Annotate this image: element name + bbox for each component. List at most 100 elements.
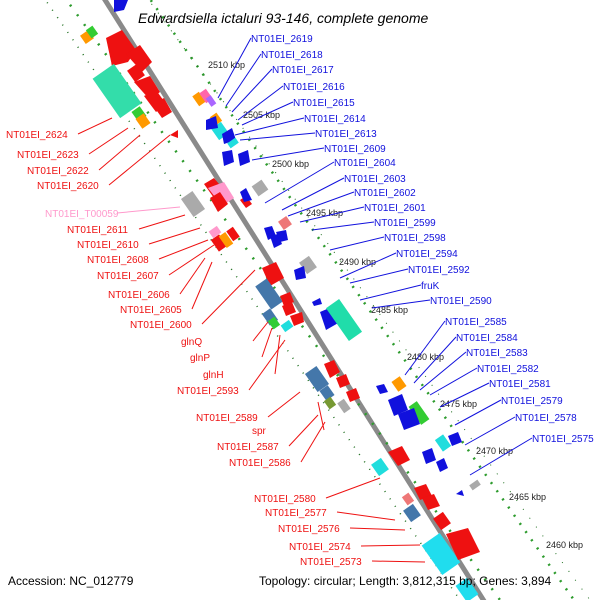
gene-label[interactable]: NT01EI_2574 <box>289 542 351 553</box>
gene-label[interactable]: NT01EI_2592 <box>408 265 470 276</box>
gene-block[interactable] <box>278 216 292 230</box>
gene-block[interactable] <box>280 319 294 333</box>
gene-label[interactable]: NT01EI_2620 <box>37 181 99 192</box>
gene-label[interactable]: NT01EI_2619 <box>251 34 313 45</box>
gene-arrow[interactable] <box>388 446 410 466</box>
gene-label[interactable]: NT01EI_2617 <box>272 65 334 76</box>
gene-label[interactable]: NT01EI_2613 <box>315 129 377 140</box>
gene-block[interactable] <box>401 492 415 506</box>
gene-arrow[interactable] <box>280 292 294 306</box>
gene-label[interactable]: NT01EI_2610 <box>77 240 139 251</box>
gene-label[interactable]: glnP <box>190 353 210 364</box>
gene-arrow[interactable] <box>290 312 304 326</box>
gene-arrow[interactable] <box>206 116 218 130</box>
gene-arrow[interactable] <box>276 230 288 242</box>
gene-arrow[interactable] <box>240 188 252 202</box>
gene-label[interactable]: NT01EI_2576 <box>278 524 340 535</box>
gene-label[interactable]: NT01EI_2603 <box>344 174 406 185</box>
gene-block[interactable] <box>227 137 239 149</box>
gene-label[interactable]: NT01EI_2618 <box>261 50 323 61</box>
gene-block[interactable] <box>434 434 452 452</box>
gene-arrow[interactable] <box>210 192 228 212</box>
gene-label[interactable]: NT01EI_2622 <box>27 166 89 177</box>
gene-arrow[interactable] <box>456 490 464 496</box>
gene-arrow[interactable] <box>446 528 480 560</box>
gene-label[interactable]: NT01EI_2594 <box>396 249 458 260</box>
gene-block[interactable] <box>371 457 389 477</box>
gene-label[interactable]: NT01EI_2608 <box>87 255 149 266</box>
gene-label[interactable]: spr <box>252 426 267 437</box>
gene-label[interactable]: NT01EI_T00059 <box>45 209 119 220</box>
gene-label[interactable]: NT01EI_2601 <box>364 203 426 214</box>
gene-arrow[interactable] <box>170 130 178 138</box>
gene-label[interactable]: fruK <box>421 281 440 292</box>
gene-arrow[interactable] <box>126 45 152 72</box>
gene-block[interactable] <box>255 278 283 310</box>
gene-label[interactable]: NT01EI_2624 <box>6 130 68 141</box>
gene-block[interactable] <box>403 503 421 523</box>
gene-arrow[interactable] <box>336 374 350 388</box>
gene-block[interactable] <box>92 63 142 119</box>
gene-label[interactable]: NT01EI_2589 <box>196 413 258 424</box>
gene-block[interactable] <box>325 299 363 341</box>
gene-label[interactable]: NT01EI_2593 <box>177 386 239 397</box>
gene-arrow[interactable] <box>376 384 388 394</box>
gene-block[interactable] <box>135 113 151 129</box>
gene-arrow[interactable] <box>436 458 448 472</box>
gene-block[interactable] <box>337 398 351 414</box>
gene-label[interactable]: glnH <box>203 370 224 381</box>
gene-label[interactable]: NT01EI_2604 <box>334 158 396 169</box>
gene-block[interactable] <box>323 396 337 410</box>
gene-label[interactable]: NT01EI_2578 <box>515 413 577 424</box>
gene-block[interactable] <box>210 234 228 252</box>
gene-block[interactable] <box>226 226 240 242</box>
gene-block[interactable] <box>127 63 145 83</box>
gene-arrow[interactable] <box>238 150 250 166</box>
gene-label[interactable]: NT01EI_2575 <box>532 434 594 445</box>
gene-label[interactable]: NT01EI_2585 <box>445 317 507 328</box>
gene-block[interactable] <box>421 532 461 576</box>
gene-arrow[interactable] <box>282 302 296 316</box>
gene-block[interactable] <box>455 577 479 600</box>
gene-block[interactable] <box>208 225 222 239</box>
gene-label[interactable]: NT01EI_2580 <box>254 494 316 505</box>
gene-label[interactable]: NT01EI_2623 <box>17 150 79 161</box>
gene-arrow[interactable] <box>106 30 136 66</box>
gene-arrow[interactable] <box>448 432 462 446</box>
gene-block[interactable] <box>192 91 206 107</box>
gene-block[interactable] <box>319 385 335 401</box>
gene-label[interactable]: NT01EI_2606 <box>108 290 170 301</box>
gene-arrow[interactable] <box>388 394 408 416</box>
gene-label[interactable]: NT01EI_2583 <box>466 348 528 359</box>
gene-arrow[interactable] <box>422 448 436 464</box>
gene-block[interactable] <box>180 190 206 218</box>
gene-label[interactable]: NT01EI_2586 <box>229 458 291 469</box>
gene-label[interactable]: NT01EI_2607 <box>97 271 159 282</box>
gene-block[interactable] <box>469 479 481 491</box>
gene-label[interactable]: NT01EI_2611 <box>67 225 128 236</box>
gene-label[interactable]: NT01EI_2598 <box>384 233 446 244</box>
gene-label[interactable]: NT01EI_2599 <box>374 218 436 229</box>
gene-label[interactable]: glnQ <box>181 337 202 348</box>
gene-arrow[interactable] <box>324 360 340 378</box>
gene-arrow[interactable] <box>114 0 128 12</box>
gene-block[interactable] <box>205 95 217 107</box>
gene-label[interactable]: NT01EI_2602 <box>354 188 416 199</box>
gene-arrow[interactable] <box>346 388 360 402</box>
gene-block[interactable] <box>408 401 430 425</box>
gene-block[interactable] <box>304 365 330 393</box>
gene-block[interactable] <box>299 255 317 275</box>
gene-label[interactable]: NT01EI_2600 <box>130 320 192 331</box>
gene-label[interactable]: NT01EI_2615 <box>293 98 355 109</box>
gene-label[interactable]: NT01EI_2573 <box>300 557 362 568</box>
gene-block[interactable] <box>433 511 451 531</box>
gene-block[interactable] <box>251 179 269 197</box>
gene-label[interactable]: NT01EI_2587 <box>217 442 279 453</box>
gene-label[interactable]: NT01EI_2577 <box>265 508 327 519</box>
gene-block[interactable] <box>267 316 281 330</box>
gene-block[interactable] <box>85 25 99 39</box>
gene-arrow[interactable] <box>294 266 306 280</box>
gene-arrow[interactable] <box>312 298 322 306</box>
gene-arrow[interactable] <box>414 484 432 500</box>
gene-arrow[interactable] <box>422 494 440 510</box>
